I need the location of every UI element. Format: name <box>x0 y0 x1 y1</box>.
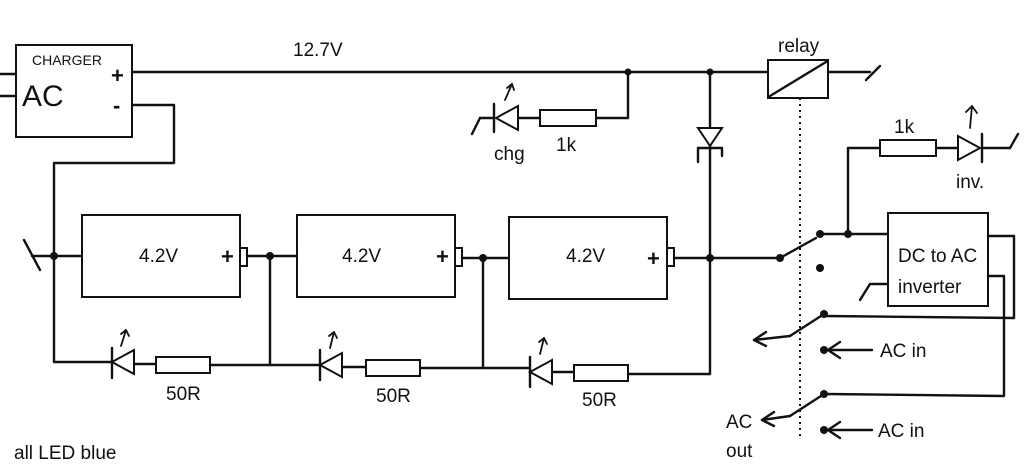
inverter-box <box>887 212 989 307</box>
relay-diode-bar <box>696 146 724 158</box>
inverter-block: DC to AC inverter <box>824 212 1016 398</box>
ac-out-label-1: AC <box>726 412 752 433</box>
chg-ground-mark <box>470 116 482 136</box>
bal-1-led-arrow-head <box>120 329 130 337</box>
contact-2-out-arrow <box>752 330 768 348</box>
charger-plus-sign: + <box>111 63 124 88</box>
chg-led-label: chg <box>494 144 525 165</box>
relay-ground-mark <box>864 64 882 82</box>
chg-led-emission-arrow <box>504 83 513 101</box>
ac-in-1-arrow <box>826 340 842 360</box>
cell-2-terminal <box>454 247 463 267</box>
cell-3: 4.2V + <box>508 216 675 300</box>
inv-resistor <box>879 139 937 157</box>
relay-diode-triangle <box>696 127 724 148</box>
contact-2-out-wire <box>752 334 792 342</box>
bal-2-led-triangle <box>317 351 343 379</box>
cell-1-plus-sign: + <box>221 244 234 269</box>
bal-1-led-triangle <box>109 348 135 376</box>
inverter-ground <box>858 282 890 302</box>
charger-box <box>15 44 133 138</box>
chg-resistor <box>539 109 597 127</box>
bal-1-led-emission-arrow <box>120 329 127 347</box>
inv-led-label: inv. <box>956 172 984 193</box>
bal-1-resistor <box>155 356 211 374</box>
relay-contacts: AC in AC out AC in <box>726 230 926 462</box>
balancer-2: 50R <box>268 256 485 407</box>
balancer-3: 50R <box>481 256 712 411</box>
charger-title: CHARGER <box>32 52 102 68</box>
ac-in-2-label: AC in <box>878 421 924 442</box>
ac-out-label-2: out <box>726 441 753 462</box>
inverter-output-wire-2 <box>824 274 1006 398</box>
cell-1-body <box>81 214 241 298</box>
relay: relay <box>767 36 882 440</box>
inv-resistor-label: 1k <box>894 117 915 138</box>
contact-3-nc <box>820 426 828 434</box>
contact-2-arm <box>788 312 826 338</box>
charge-indicator: 1k chg <box>470 70 630 165</box>
bal-2-resistor-label: 50R <box>376 386 411 407</box>
bal-2-led-emission-arrow <box>329 331 335 349</box>
contact-1-arm <box>778 236 818 260</box>
contact-2-nc <box>820 346 828 354</box>
junction-negative <box>50 252 58 260</box>
bal-3-led-triangle <box>527 358 553 386</box>
bal-3-led-emission-arrow <box>539 337 545 355</box>
cell-1: 4.2V + <box>81 214 248 298</box>
cell-3-terminal <box>666 247 675 267</box>
bal-2-led-arrow-head <box>328 331 338 339</box>
relay-diode <box>696 70 724 260</box>
contact-1-nc <box>816 264 824 272</box>
cell-3-label: 4.2V <box>566 246 605 267</box>
chg-resistor-label: 1k <box>556 135 577 156</box>
relay-coil-slash <box>768 60 828 98</box>
bal-3-resistor-label: 50R <box>582 390 617 411</box>
inv-led-triangle <box>957 134 983 162</box>
charger-ac-label: AC <box>22 80 64 113</box>
inverter-indicator: 1k inv. <box>846 105 1020 236</box>
led-note: all LED blue <box>14 443 116 464</box>
charger-minus-sign: - <box>113 93 120 118</box>
bus-voltage-label: 12.7V <box>293 40 343 61</box>
inv-led-emission-arrow <box>969 105 973 129</box>
negative-return <box>22 103 176 364</box>
charger-block: CHARGER AC + - <box>0 44 133 138</box>
bal-2-resistor <box>365 359 421 377</box>
balancer-1: 50R <box>52 254 272 405</box>
inverter-label-line2: inverter <box>898 277 962 298</box>
inverter-output-wire-1 <box>824 234 1016 320</box>
contact-3-out-wire <box>760 414 792 422</box>
positive-bus: 12.7V <box>130 40 770 76</box>
contact-3-arm <box>788 392 826 418</box>
inverter-label-line1: DC to AC <box>898 246 977 267</box>
inv-led-arrow-head <box>965 105 978 114</box>
bal-1-resistor-label: 50R <box>166 384 201 405</box>
cell-1-label: 4.2V <box>139 246 178 267</box>
ac-in-2-arrow <box>826 420 842 440</box>
ac-in-1-label: AC in <box>880 341 926 362</box>
cell-2-body <box>296 214 456 298</box>
contact-3-out-arrow <box>760 410 776 428</box>
charger-negative-wire <box>52 103 176 364</box>
inv-ground-mark <box>1008 132 1020 150</box>
cell-2-label: 4.2V <box>342 246 381 267</box>
cell-3-plus-sign: + <box>647 246 660 271</box>
chg-led-triangle <box>493 104 519 132</box>
cell-2-plus-sign: + <box>436 244 449 269</box>
bal-3-led-arrow-head <box>538 337 548 345</box>
bal-3-resistor <box>573 364 629 382</box>
chg-led-arrow-head <box>506 83 515 91</box>
cell-2: 4.2V + <box>296 214 463 298</box>
cell-1-terminal <box>239 247 248 267</box>
relay-label: relay <box>778 36 820 57</box>
